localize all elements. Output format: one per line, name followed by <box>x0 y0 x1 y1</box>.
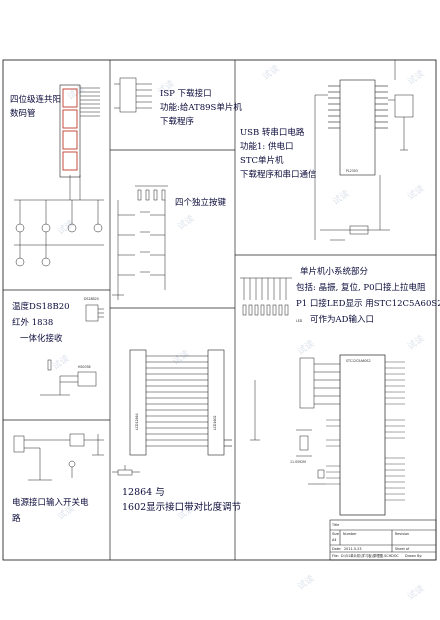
file-value: D:\51单片机\学习板\原理图.SCHDOC <box>341 553 399 558</box>
usb-label-line1: USB 转串口电路 <box>240 127 305 138</box>
svg-text:试读: 试读 <box>50 352 72 372</box>
mcu-label-line3: P1 口接LED显示 用STC12C5A60S2 <box>296 298 440 309</box>
seg-label-line2: 数码管 <box>10 108 36 119</box>
lcd-label-line1: 12864 与 <box>122 487 165 498</box>
seg-label-line1: 四位级连共阳 <box>10 94 61 105</box>
number-key: Number <box>343 532 357 536</box>
date-value: 2011-5-23 <box>344 547 362 551</box>
ir-receiver <box>40 359 97 396</box>
title-key: Title <box>331 523 339 527</box>
watermarks: 试读 试读 试读 试读 试读 试读 试读 试读 试读 试读 试读 试读 试读 试… <box>50 62 427 602</box>
temp-label-line1: 温度DS18B20 <box>12 301 70 312</box>
sheet-key: Sheet of <box>395 547 410 551</box>
isp-connector <box>114 77 152 113</box>
svg-text:试读: 试读 <box>260 62 282 82</box>
key-pullup-resistors <box>135 185 168 201</box>
usb-label-line4: 下载程序和串口通信 <box>240 169 317 180</box>
svg-text:试读: 试读 <box>55 217 77 237</box>
keys-label: 四个独立按键 <box>175 197 227 208</box>
svg-text:试读: 试读 <box>405 582 427 602</box>
file-key: File: <box>332 554 339 558</box>
isp-label-line2: 功能:给AT89S单片机 <box>160 102 242 113</box>
led-array <box>240 277 292 300</box>
contrast-pot <box>112 465 140 476</box>
svg-text:试读: 试读 <box>295 572 317 592</box>
svg-text:试读: 试读 <box>330 187 352 207</box>
power-label-line2: 路 <box>12 513 21 524</box>
svg-text:试读: 试读 <box>405 182 427 202</box>
digit-driver-transistors <box>14 175 104 267</box>
lcd12864-name: LCD12864 <box>135 413 139 430</box>
svg-text:试读: 试读 <box>405 67 427 87</box>
resistor-network <box>299 357 340 409</box>
lcd12864-connector <box>129 349 208 456</box>
isp-label-line1: ISP 下载接口 <box>160 88 212 99</box>
usb-serial-chip <box>328 79 388 176</box>
date-key: Date: <box>332 547 341 551</box>
usb-label-line3: STC单片机 <box>240 155 284 166</box>
power-circuit <box>13 433 104 481</box>
mcu-label-line4: 可作为AD输入口 <box>310 314 374 325</box>
ds18b20-sensor <box>85 304 104 322</box>
isp-section: ISP 下载接口 功能:给AT89S单片机 下载程序 <box>114 77 242 127</box>
push-buttons <box>112 200 166 300</box>
svg-text:试读: 试读 <box>170 347 192 367</box>
keys-section: 四个独立按键 <box>112 185 227 300</box>
mcu-label-line2: 包括: 晶振, 复位, P0口接上拉电阻 <box>296 282 426 293</box>
power-label-line1: 电源接口输入开关电 <box>12 497 89 508</box>
segment-digits <box>62 88 78 171</box>
lcd1602-name: LCD1602 <box>213 415 217 430</box>
svg-text:试读: 试读 <box>405 332 427 352</box>
mcu-chip <box>339 354 386 516</box>
title-block: Title Size A4 Number Revision Date: 2011… <box>329 519 437 561</box>
ds18b20-name: DS18B20 <box>84 297 99 301</box>
lcd-label-line2: 1602显示接口带对比度调节 <box>122 501 241 513</box>
size-key: Size <box>332 532 339 536</box>
crystal-name: 11.0592M <box>290 460 306 464</box>
title-block-grid <box>329 519 437 561</box>
drawn-by-key: Drawn By: <box>405 554 422 558</box>
mcu-section: 单片机小系统部分 包括: 晶振, 复位, P0口接上拉电阻 P1 口接LED显示… <box>240 266 440 516</box>
crystal-and-reset <box>250 380 326 485</box>
usb-chip-name: PL2303 <box>346 169 358 173</box>
temp-label-line2: 红外 1838 <box>12 317 53 328</box>
mcu-label-line1: 单片机小系统部分 <box>300 266 369 277</box>
usb-wiring <box>314 60 414 241</box>
power-section: 电源接口输入开关电 路 <box>12 433 104 524</box>
usb-section: USB 转串口电路 功能1: 供电口 STC单片机 下载程序和串口通信 PL23… <box>240 60 414 241</box>
size-value: A4 <box>332 538 336 542</box>
lcd-section: LCD12864 LCD1602 12864 与 1602显示接口带对比度调节 <box>112 349 241 513</box>
mcu-chip-name: STC12C5A60S2 <box>346 359 371 363</box>
seven-segment-section: 四位级连共阳 数码管 <box>10 84 104 267</box>
svg-text:试读: 试读 <box>295 337 317 357</box>
revision-key: Revision <box>395 532 409 536</box>
sheet-frame <box>2 59 437 561</box>
svg-text:试读: 试读 <box>175 212 197 232</box>
svg-text:试读: 试读 <box>65 82 87 102</box>
ir-name: HS0038 <box>78 365 91 369</box>
lcd1602-connector <box>207 349 232 456</box>
temp-ir-section: 温度DS18B20 红外 1838 一体化接收 DS18B20 HS0038 <box>12 297 104 396</box>
isp-label-line3: 下载程序 <box>160 116 195 127</box>
led-resistors <box>242 304 289 316</box>
usb-label-line2: 功能1: 供电口 <box>240 141 293 152</box>
temp-label-line3: 一体化接收 <box>20 333 63 344</box>
led-tag: LED <box>296 319 303 323</box>
section-dividers <box>3 60 436 560</box>
mcu-pins <box>326 361 405 501</box>
